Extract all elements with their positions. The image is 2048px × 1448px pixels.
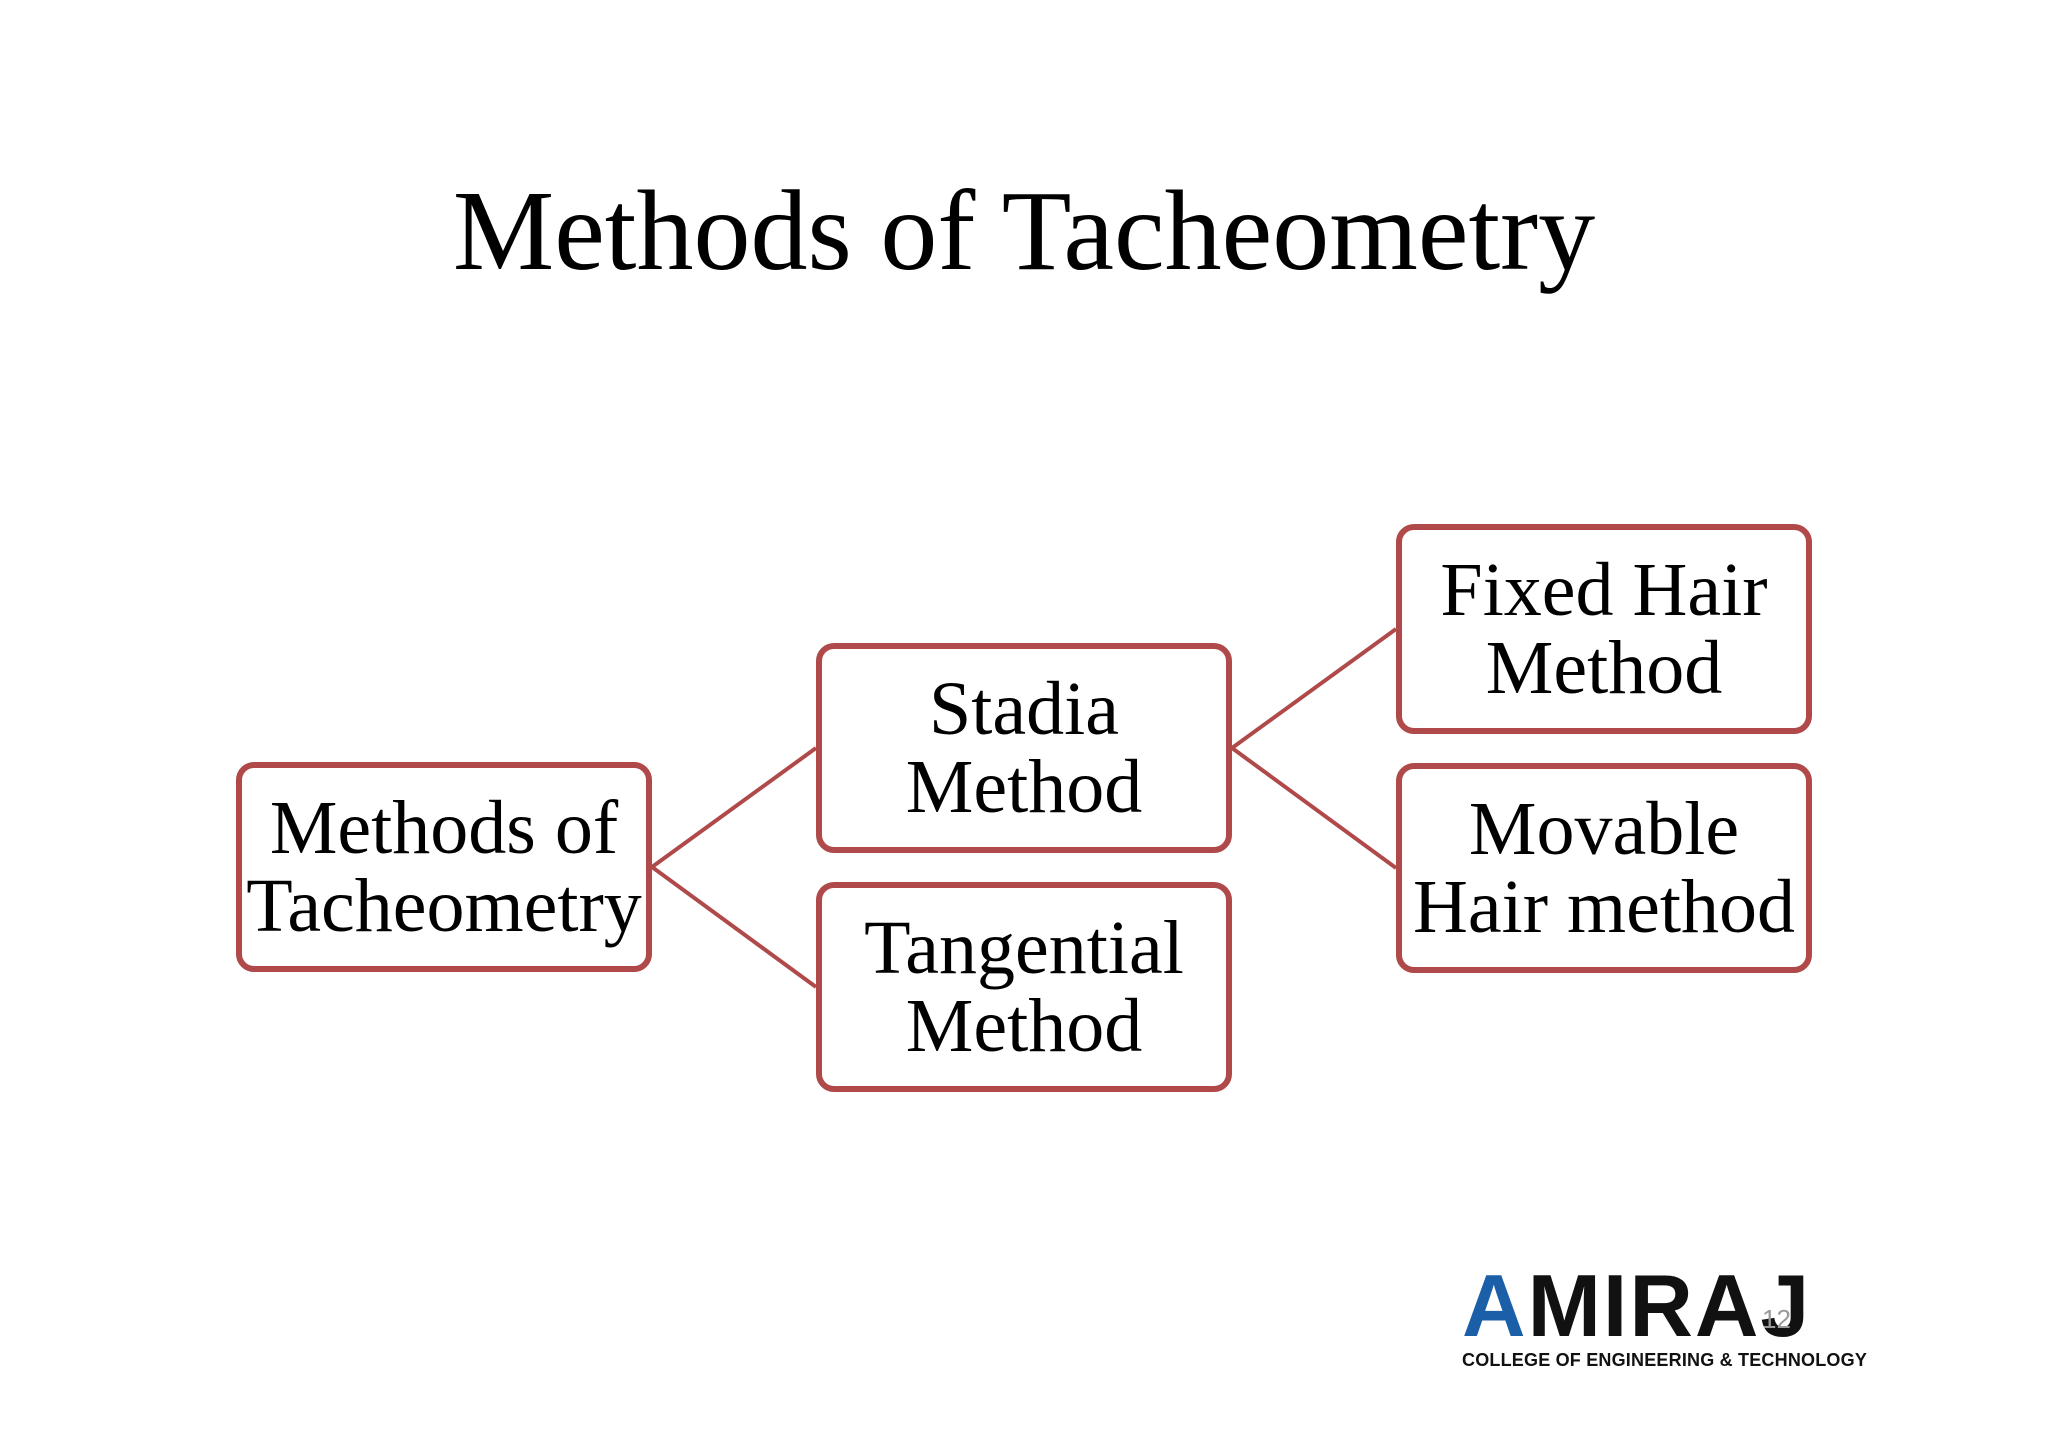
node-label: Movable Hair method xyxy=(1412,787,1795,949)
node-stadia-method: Stadia Method xyxy=(816,643,1232,853)
page-number: 12 xyxy=(1762,1304,1791,1334)
edge-root-tangential xyxy=(650,865,818,989)
edge-stadia-fixed xyxy=(1230,627,1398,750)
slide-title: Methods of Tacheometry xyxy=(452,167,1596,294)
node-label: Fixed Hair Method xyxy=(1440,548,1768,710)
logo-subtitle: COLLEGE OF ENGINEERING & TECHNOLOGY xyxy=(1462,1350,1868,1370)
node-label: Methods of Tacheometry xyxy=(246,786,642,948)
node-methods-of-tacheometry: Methods of Tacheometry xyxy=(236,762,652,972)
node-movable-hair-method: Movable Hair method xyxy=(1396,763,1812,973)
edge-stadia-movable xyxy=(1230,746,1398,870)
node-label: Stadia Method xyxy=(905,667,1143,829)
logo-wordmark: AMIRAJ xyxy=(1462,1256,1812,1355)
college-logo: AMIRAJ COLLEGE OF ENGINEERING & TECHNOLO… xyxy=(1462,1256,1868,1372)
node-label: Tangential Method xyxy=(864,906,1184,1068)
edge-root-stadia xyxy=(650,746,818,869)
node-tangential-method: Tangential Method xyxy=(816,882,1232,1092)
node-fixed-hair-method: Fixed Hair Method xyxy=(1396,524,1812,734)
